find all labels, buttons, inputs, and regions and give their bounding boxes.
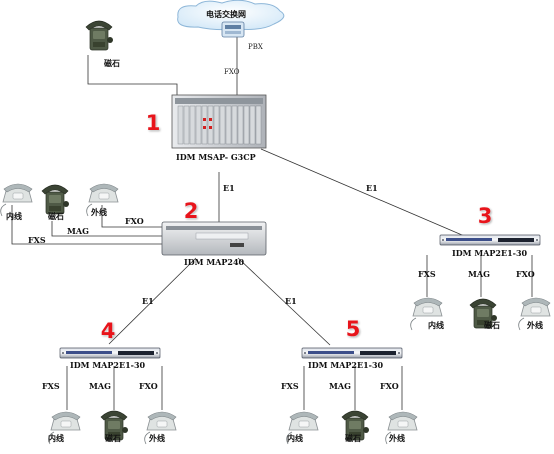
pbx-label: PBX	[248, 43, 263, 51]
magneto-phone-icon	[41, 184, 70, 215]
remote5-mag: MAG	[329, 381, 351, 391]
main-fxs-label: FXS	[28, 235, 46, 245]
cloud-label: 电话交换网	[206, 9, 246, 19]
remote3-name: IDM MAP2E1-30	[452, 248, 528, 258]
remote3-phone1: 内线	[428, 320, 444, 330]
magneto-phone-icon	[85, 20, 114, 51]
remote5-magneto: 磁石	[345, 433, 361, 443]
top-fxo-label: FXO	[224, 68, 240, 76]
e1-main-remote5: E1	[285, 296, 297, 306]
telephone-network-cloud	[177, 0, 285, 38]
marker-3: 3	[477, 204, 493, 228]
center-device-name: IDM MSAP- G3CP	[176, 152, 256, 162]
e1-main-remote4: E1	[142, 296, 154, 306]
main-phone1-label: 内线	[6, 211, 22, 221]
main-map240-device	[161, 221, 267, 256]
center-rack-device	[171, 94, 267, 149]
remote3-magneto: 磁石	[484, 320, 500, 330]
remote5-fxo: FXO	[380, 381, 399, 391]
remote-5-device	[301, 347, 403, 359]
remote4-magneto: 磁石	[105, 433, 121, 443]
remote4-mag: MAG	[89, 381, 111, 391]
remote5-phone1: 内线	[287, 433, 303, 443]
remote5-phone2: 外线	[389, 433, 405, 443]
remote3-mag: MAG	[468, 269, 490, 279]
remote4-fxo: FXO	[139, 381, 158, 391]
marker-2: 2	[183, 199, 199, 223]
remote3-fxo: FXO	[516, 269, 535, 279]
main-fxo-label: FXO	[125, 216, 144, 226]
remote5-fxs: FXS	[281, 381, 299, 391]
main-device-name: IDM MAP240	[184, 257, 245, 267]
main-phone2-label: 外线	[91, 207, 107, 217]
remote4-fxs: FXS	[42, 381, 60, 391]
remote4-phone2: 外线	[149, 433, 165, 443]
marker-1: 1	[145, 111, 161, 135]
remote-4-device	[59, 347, 161, 359]
remote5-name: IDM MAP2E1-30	[308, 360, 384, 370]
remote4-phone1: 内线	[48, 433, 64, 443]
remote4-name: IDM MAP2E1-30	[70, 360, 146, 370]
connection-lines	[11, 30, 533, 410]
e1-center-remote3: E1	[366, 183, 378, 193]
marker-5: 5	[345, 317, 361, 341]
top-magneto-label: 磁石	[104, 58, 120, 68]
e1-center-main: E1	[223, 183, 235, 193]
remote3-fxs: FXS	[418, 269, 436, 279]
remote3-phone2: 外线	[527, 320, 543, 330]
main-mag-label: MAG	[67, 226, 89, 236]
marker-4: 4	[100, 319, 116, 343]
remote-3-device	[439, 234, 541, 246]
main-magneto-label: 磁石	[48, 211, 64, 221]
